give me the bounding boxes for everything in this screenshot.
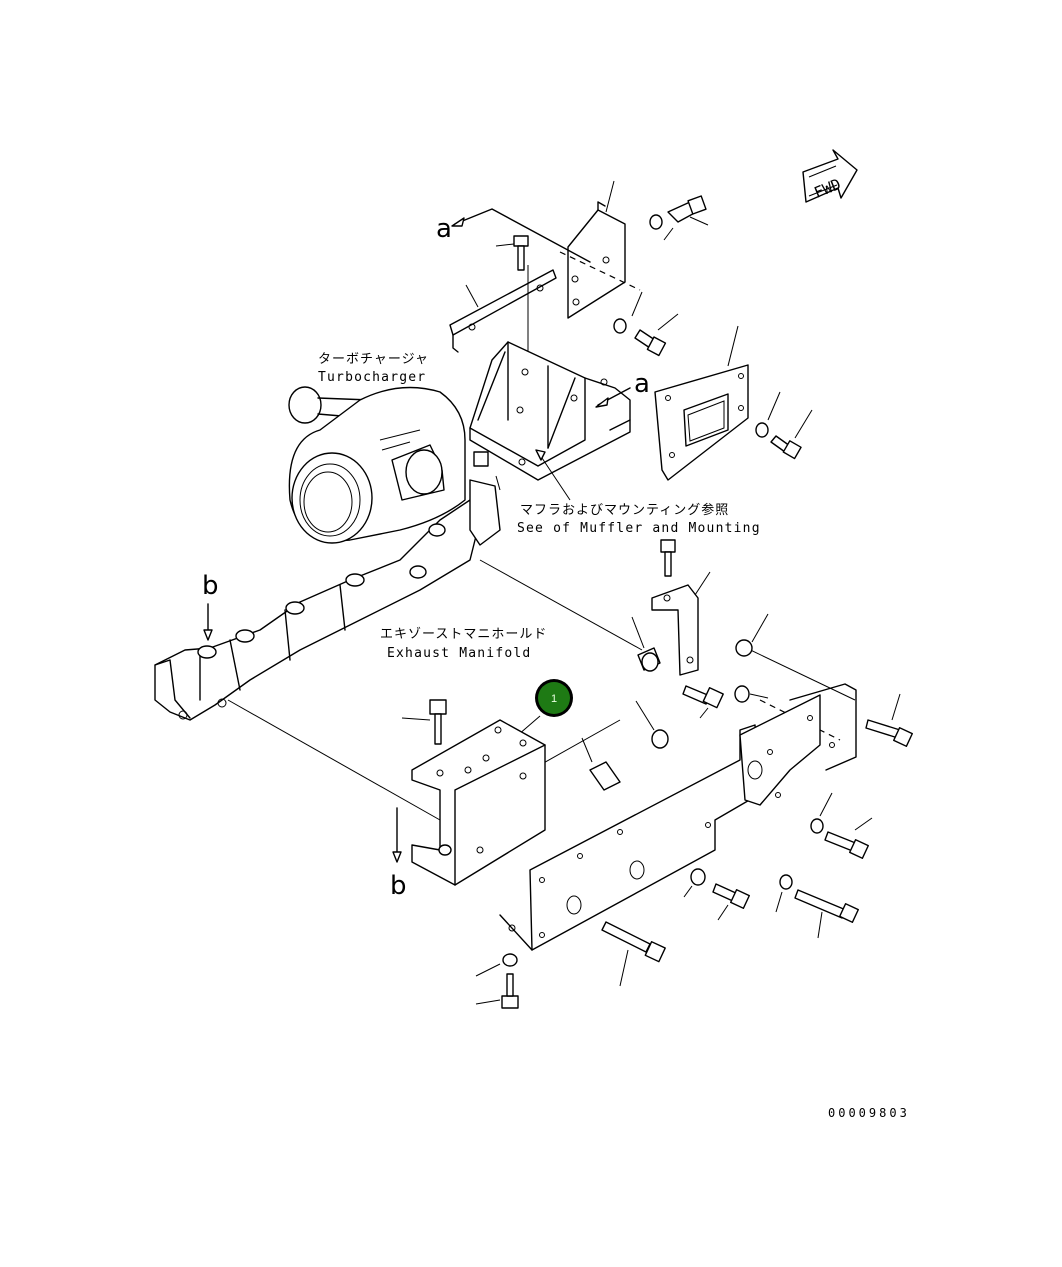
muffler-label: See of Muffler and Mounting xyxy=(517,521,761,536)
bolt-right xyxy=(770,409,813,460)
bolt-top-right xyxy=(649,195,709,241)
drawing-code: 00009803 xyxy=(828,1106,910,1120)
ref-a-right-label: a xyxy=(634,369,650,399)
bolt-bottom-left xyxy=(475,953,519,1009)
top-bracket xyxy=(559,180,641,319)
ref-a-top-label: a xyxy=(436,214,452,244)
manifold-label: Exhaust Manifold xyxy=(387,646,531,661)
reference-b-bottom: b xyxy=(227,699,441,901)
bolt-lower-right xyxy=(824,817,873,860)
forward-direction-icon: FWD xyxy=(802,149,858,203)
spacer-1 xyxy=(631,616,661,672)
washer-lower-right xyxy=(810,792,833,834)
muffler-leader-arrow xyxy=(535,449,546,461)
spacer-2 xyxy=(735,613,769,657)
callout-1-number: 1 xyxy=(551,693,557,705)
bolt-right-long xyxy=(865,693,914,748)
bolt-long-bottom xyxy=(601,921,666,987)
main-bracket-part-1 xyxy=(411,719,546,886)
exhaust-manifold xyxy=(154,451,501,721)
reference-a-right: a xyxy=(595,369,650,408)
washer-mid xyxy=(613,291,643,334)
spacer-6 xyxy=(683,868,706,898)
fwd-label: FWD xyxy=(811,175,843,202)
muffler-leader-line xyxy=(539,454,571,501)
turbocharger-jp-label: ターボチャージャ xyxy=(318,352,429,367)
spacer-4 xyxy=(635,700,669,749)
bolt-main-bracket xyxy=(401,699,447,745)
manifold-jp-label: エキゾーストマニホールド xyxy=(380,627,547,642)
center-mount-bracket xyxy=(469,341,631,491)
gasket-plate xyxy=(654,325,749,481)
ref-b-top-label: b xyxy=(202,571,219,601)
washer-right xyxy=(755,391,781,438)
reference-b-top: b xyxy=(202,571,219,641)
bolt-lower-1 xyxy=(682,685,724,719)
right-vertical-bracket xyxy=(739,683,857,806)
bolt-top-left xyxy=(495,235,529,271)
bolt-bottom-right xyxy=(794,889,860,939)
bolt-bottom-mid xyxy=(712,883,751,921)
muffler-jp-label: マフラおよびマウンティング参照 xyxy=(520,502,729,518)
ref-b-bottom-label: b xyxy=(390,871,407,901)
callout-1[interactable]: 1 xyxy=(517,679,573,736)
turbocharger-label: Turbocharger xyxy=(318,370,426,385)
l-bracket xyxy=(651,539,711,676)
spacer-5 xyxy=(581,737,621,791)
washer-bottom xyxy=(775,874,793,913)
spacer-3 xyxy=(734,685,769,703)
bolt-mid xyxy=(634,313,679,357)
turbocharger xyxy=(288,386,466,544)
callout-1-fill xyxy=(538,682,570,714)
reference-a-top: a xyxy=(436,208,591,263)
